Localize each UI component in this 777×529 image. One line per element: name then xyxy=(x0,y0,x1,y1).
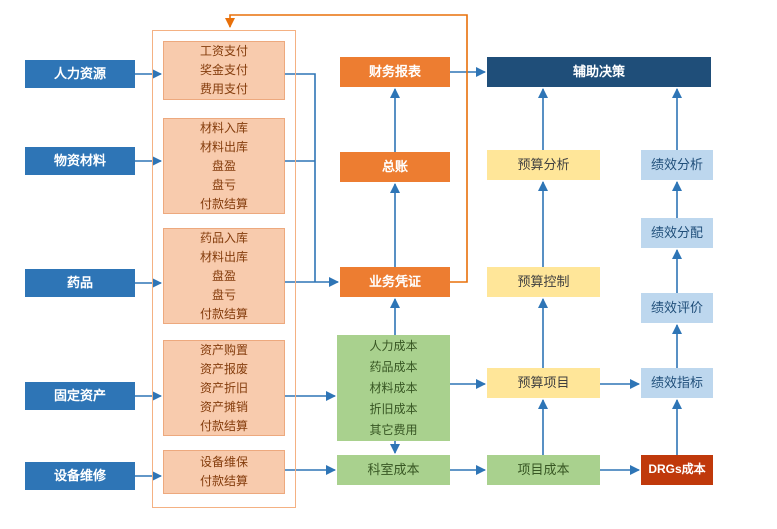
business-item: 资产摊销 xyxy=(199,399,248,414)
business-item: 费用支付 xyxy=(199,82,248,96)
node-equipment-maintenance: 设备维修 xyxy=(25,462,135,490)
business-item: 奖金支付 xyxy=(199,63,248,77)
group-hr-payments: 工资支付 奖金支付 费用支付 xyxy=(163,41,285,100)
business-item: 盘盈 xyxy=(211,268,236,283)
node-performance-indicators: 绩效指标 xyxy=(641,368,713,398)
group-maintenance-ops: 设备维保 付款结算 xyxy=(163,450,285,494)
node-fixed-assets: 固定资产 xyxy=(25,382,135,410)
business-item: 付款结算 xyxy=(199,474,248,488)
node-performance-analysis: 绩效分析 xyxy=(641,150,713,180)
node-budget-project: 预算项目 xyxy=(487,368,600,398)
business-item: 付款结算 xyxy=(199,418,248,433)
group-drug-ops: 药品入库 材料出库 盘盈 盘亏 付款结算 xyxy=(163,228,285,324)
node-decision-support: 辅助决策 xyxy=(487,57,711,87)
node-department-cost: 科室成本 xyxy=(337,455,450,485)
business-item: 盘亏 xyxy=(211,177,236,192)
orange-feedback-loop xyxy=(225,14,468,283)
cost-item: 药品成本 xyxy=(369,359,418,374)
business-item: 材料出库 xyxy=(199,139,248,154)
business-item: 盘亏 xyxy=(211,287,236,302)
business-modules-frame xyxy=(152,30,296,508)
node-budget-control: 预算控制 xyxy=(487,267,600,297)
group-asset-ops: 资产购置 资产报废 资产折旧 资产摊销 付款结算 xyxy=(163,340,285,436)
node-project-cost: 项目成本 xyxy=(487,455,600,485)
node-general-ledger: 总账 xyxy=(340,152,450,182)
business-item: 资产报废 xyxy=(199,361,248,376)
business-item: 资产购置 xyxy=(199,342,248,357)
node-materials: 物资材料 xyxy=(25,147,135,175)
node-drugs: 药品 xyxy=(25,269,135,297)
business-item: 付款结算 xyxy=(199,196,248,211)
cost-item: 其它费用 xyxy=(369,422,418,437)
business-item: 资产折旧 xyxy=(199,380,248,395)
node-performance-allocation: 绩效分配 xyxy=(641,218,713,248)
node-business-voucher: 业务凭证 xyxy=(340,267,450,297)
business-item: 付款结算 xyxy=(199,306,248,321)
business-item: 工资支付 xyxy=(199,44,248,58)
group-cost-items: 人力成本 药品成本 材料成本 折旧成本 其它费用 xyxy=(337,335,450,441)
node-human-resources: 人力资源 xyxy=(25,60,135,88)
cost-item: 折旧成本 xyxy=(369,401,418,416)
business-item: 设备维保 xyxy=(199,455,248,469)
business-item: 材料入库 xyxy=(199,120,248,135)
node-financial-reports: 财务报表 xyxy=(340,57,450,87)
node-budget-analysis: 预算分析 xyxy=(487,150,600,180)
business-item: 盘盈 xyxy=(211,158,236,173)
business-item: 药品入库 xyxy=(199,230,248,245)
cost-item: 材料成本 xyxy=(369,380,418,395)
cost-item: 人力成本 xyxy=(369,338,418,353)
node-drgs-cost: DRGs成本 xyxy=(641,455,713,485)
business-item: 材料出库 xyxy=(199,249,248,264)
arrow-voucher-feedback-loop xyxy=(225,14,468,283)
node-performance-evaluation: 绩效评价 xyxy=(641,293,713,323)
group-material-ops: 材料入库 材料出库 盘盈 盘亏 付款结算 xyxy=(163,118,285,214)
